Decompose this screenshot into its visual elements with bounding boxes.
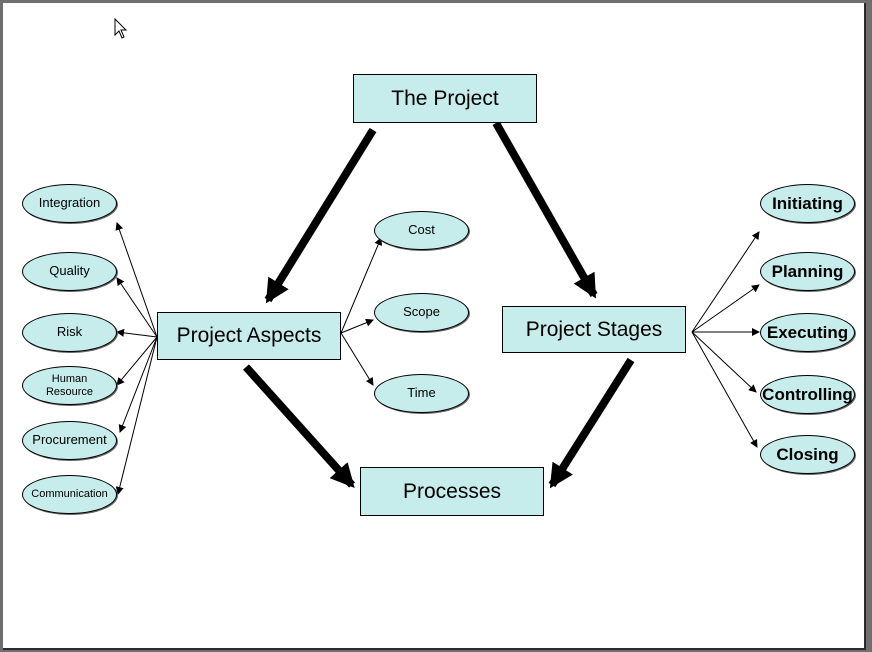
box-the-project-label: The Project: [391, 86, 499, 110]
arrow-to-risk: [116, 328, 158, 338]
oval-planning-label: Planning: [771, 261, 844, 281]
oval-time-label: Time: [407, 385, 436, 401]
arrow-to-closing: [691, 331, 758, 448]
oval-executing: Executing: [760, 313, 855, 352]
arrow-project-to-stages: [492, 121, 598, 299]
box-project-aspects-label: Project Aspects: [176, 324, 322, 347]
arrow-to-scope: [340, 318, 374, 334]
oval-integration-label: Integration: [38, 195, 101, 211]
arrow-to-time: [340, 332, 374, 386]
arrow-stages-to-processes: [548, 357, 635, 489]
oval-controlling-label: Controlling: [762, 384, 853, 404]
oval-human-resource: Human Resource: [22, 366, 117, 405]
oval-initiating-label: Initiating: [772, 193, 843, 213]
box-project-stages-label: Project Stages: [525, 317, 663, 341]
box-processes: Processes: [360, 467, 544, 516]
box-the-project: The Project: [353, 74, 537, 123]
arrow-to-human-resource: [116, 336, 158, 386]
oval-quality: Quality: [22, 252, 117, 291]
oval-cost: Cost: [374, 211, 469, 250]
oval-time: Time: [374, 374, 469, 413]
oval-quality-label: Quality: [49, 263, 90, 279]
arrow-aspects-to-processes: [243, 364, 355, 488]
oval-risk-label: Risk: [56, 324, 83, 340]
arrow-to-planning: [691, 284, 760, 333]
oval-procurement: Procurement: [22, 421, 117, 460]
oval-closing-label: Closing: [776, 444, 839, 464]
arrow-project-to-aspects: [264, 127, 377, 304]
arrow-to-communication: [115, 336, 158, 495]
arrow-to-cost: [340, 237, 382, 334]
arrow-to-integration: [115, 222, 158, 338]
oval-planning: Planning: [760, 252, 855, 291]
arrow-to-procurement: [118, 336, 158, 433]
oval-initiating: Initiating: [760, 184, 855, 223]
oval-risk: Risk: [22, 313, 117, 352]
arrow-cursor-icon: [114, 18, 128, 39]
oval-executing-label: Executing: [766, 322, 849, 342]
oval-integration: Integration: [22, 184, 117, 223]
box-project-aspects: Project Aspects: [157, 312, 341, 360]
oval-controlling: Controlling: [760, 375, 855, 414]
arrow-to-quality: [116, 277, 158, 338]
oval-communication: Communication: [22, 475, 117, 514]
arrow-to-initiating: [691, 231, 760, 333]
oval-procurement-label: Procurement: [32, 432, 107, 448]
oval-scope-label: Scope: [403, 304, 440, 320]
box-project-stages: Project Stages: [502, 306, 686, 353]
oval-scope: Scope: [374, 293, 469, 332]
oval-closing: Closing: [760, 435, 855, 474]
oval-human-resource-label: Human Resource: [45, 372, 94, 398]
oval-cost-label: Cost: [408, 222, 435, 238]
box-processes-label: Processes: [402, 479, 502, 503]
oval-communication-label: Communication: [31, 488, 108, 501]
arrow-to-controlling: [691, 331, 757, 393]
